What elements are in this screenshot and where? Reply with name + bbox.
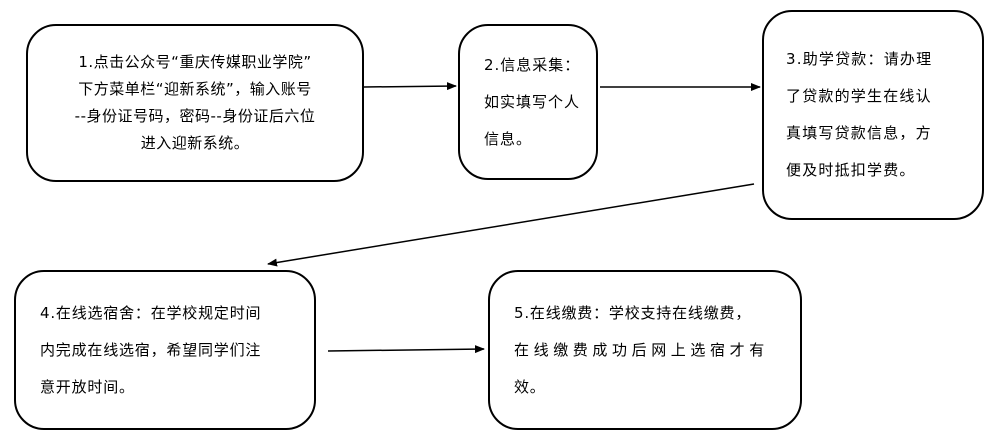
step-5-line-2: 在线缴费成功后网上选宿才有 bbox=[514, 340, 769, 359]
step-3-line-1: 3.助学贷款：请办理 bbox=[786, 50, 933, 68]
step-5-line-1: 5.在线缴费：学校支持在线缴费， bbox=[514, 303, 752, 322]
step-2-line-1: 2.信息采集： bbox=[484, 55, 581, 74]
step-3-line-4: 便及时抵扣学费。 bbox=[786, 161, 916, 179]
step-2-line-2: 如实填写个人 bbox=[484, 92, 581, 111]
step-4-box: 4.在线选宿舍：在学校规定时间 内完成在线选宿，希望同学们注 意开放时间。 bbox=[14, 270, 316, 430]
step-2-box: 2.信息采集： 如实填写个人 信息。 bbox=[458, 24, 598, 180]
step-2-line-3: 信息。 bbox=[484, 129, 533, 148]
arrow-step1-to-step2 bbox=[363, 82, 457, 91]
step-3-box: 3.助学贷款：请办理 了贷款的学生在线认 真填写贷款信息，方 便及时抵扣学费。 bbox=[762, 10, 984, 220]
step-4-line-3: 意开放时间。 bbox=[40, 377, 135, 396]
step-3-line-3: 真填写贷款信息，方 bbox=[786, 124, 932, 142]
step-5-box: 5.在线缴费：学校支持在线缴费， 在线缴费成功后网上选宿才有 效。 bbox=[488, 270, 802, 430]
step-5-line-3: 效。 bbox=[514, 377, 546, 396]
step-1-line-4: 进入迎新系统。 bbox=[140, 134, 250, 152]
step-1-line-1: 1.点击公众号“重庆传媒职业学院” bbox=[78, 53, 312, 71]
step-1-box: 1.点击公众号“重庆传媒职业学院” 下方菜单栏“迎新系统”，输入账号 --身份证… bbox=[26, 24, 364, 182]
arrow-step3-to-step4 bbox=[267, 183, 755, 267]
step-1-line-2: 下方菜单栏“迎新系统”，输入账号 bbox=[78, 80, 312, 98]
step-4-line-2: 内完成在线选宿，希望同学们注 bbox=[40, 340, 262, 359]
step-3-line-2: 了贷款的学生在线认 bbox=[786, 87, 932, 105]
step-4-line-1: 4.在线选宿舍：在学校规定时间 bbox=[40, 303, 262, 322]
step-1-line-3: --身份证号码，密码--身份证后六位 bbox=[74, 107, 316, 125]
arrow-step4-to-step5 bbox=[327, 345, 485, 354]
